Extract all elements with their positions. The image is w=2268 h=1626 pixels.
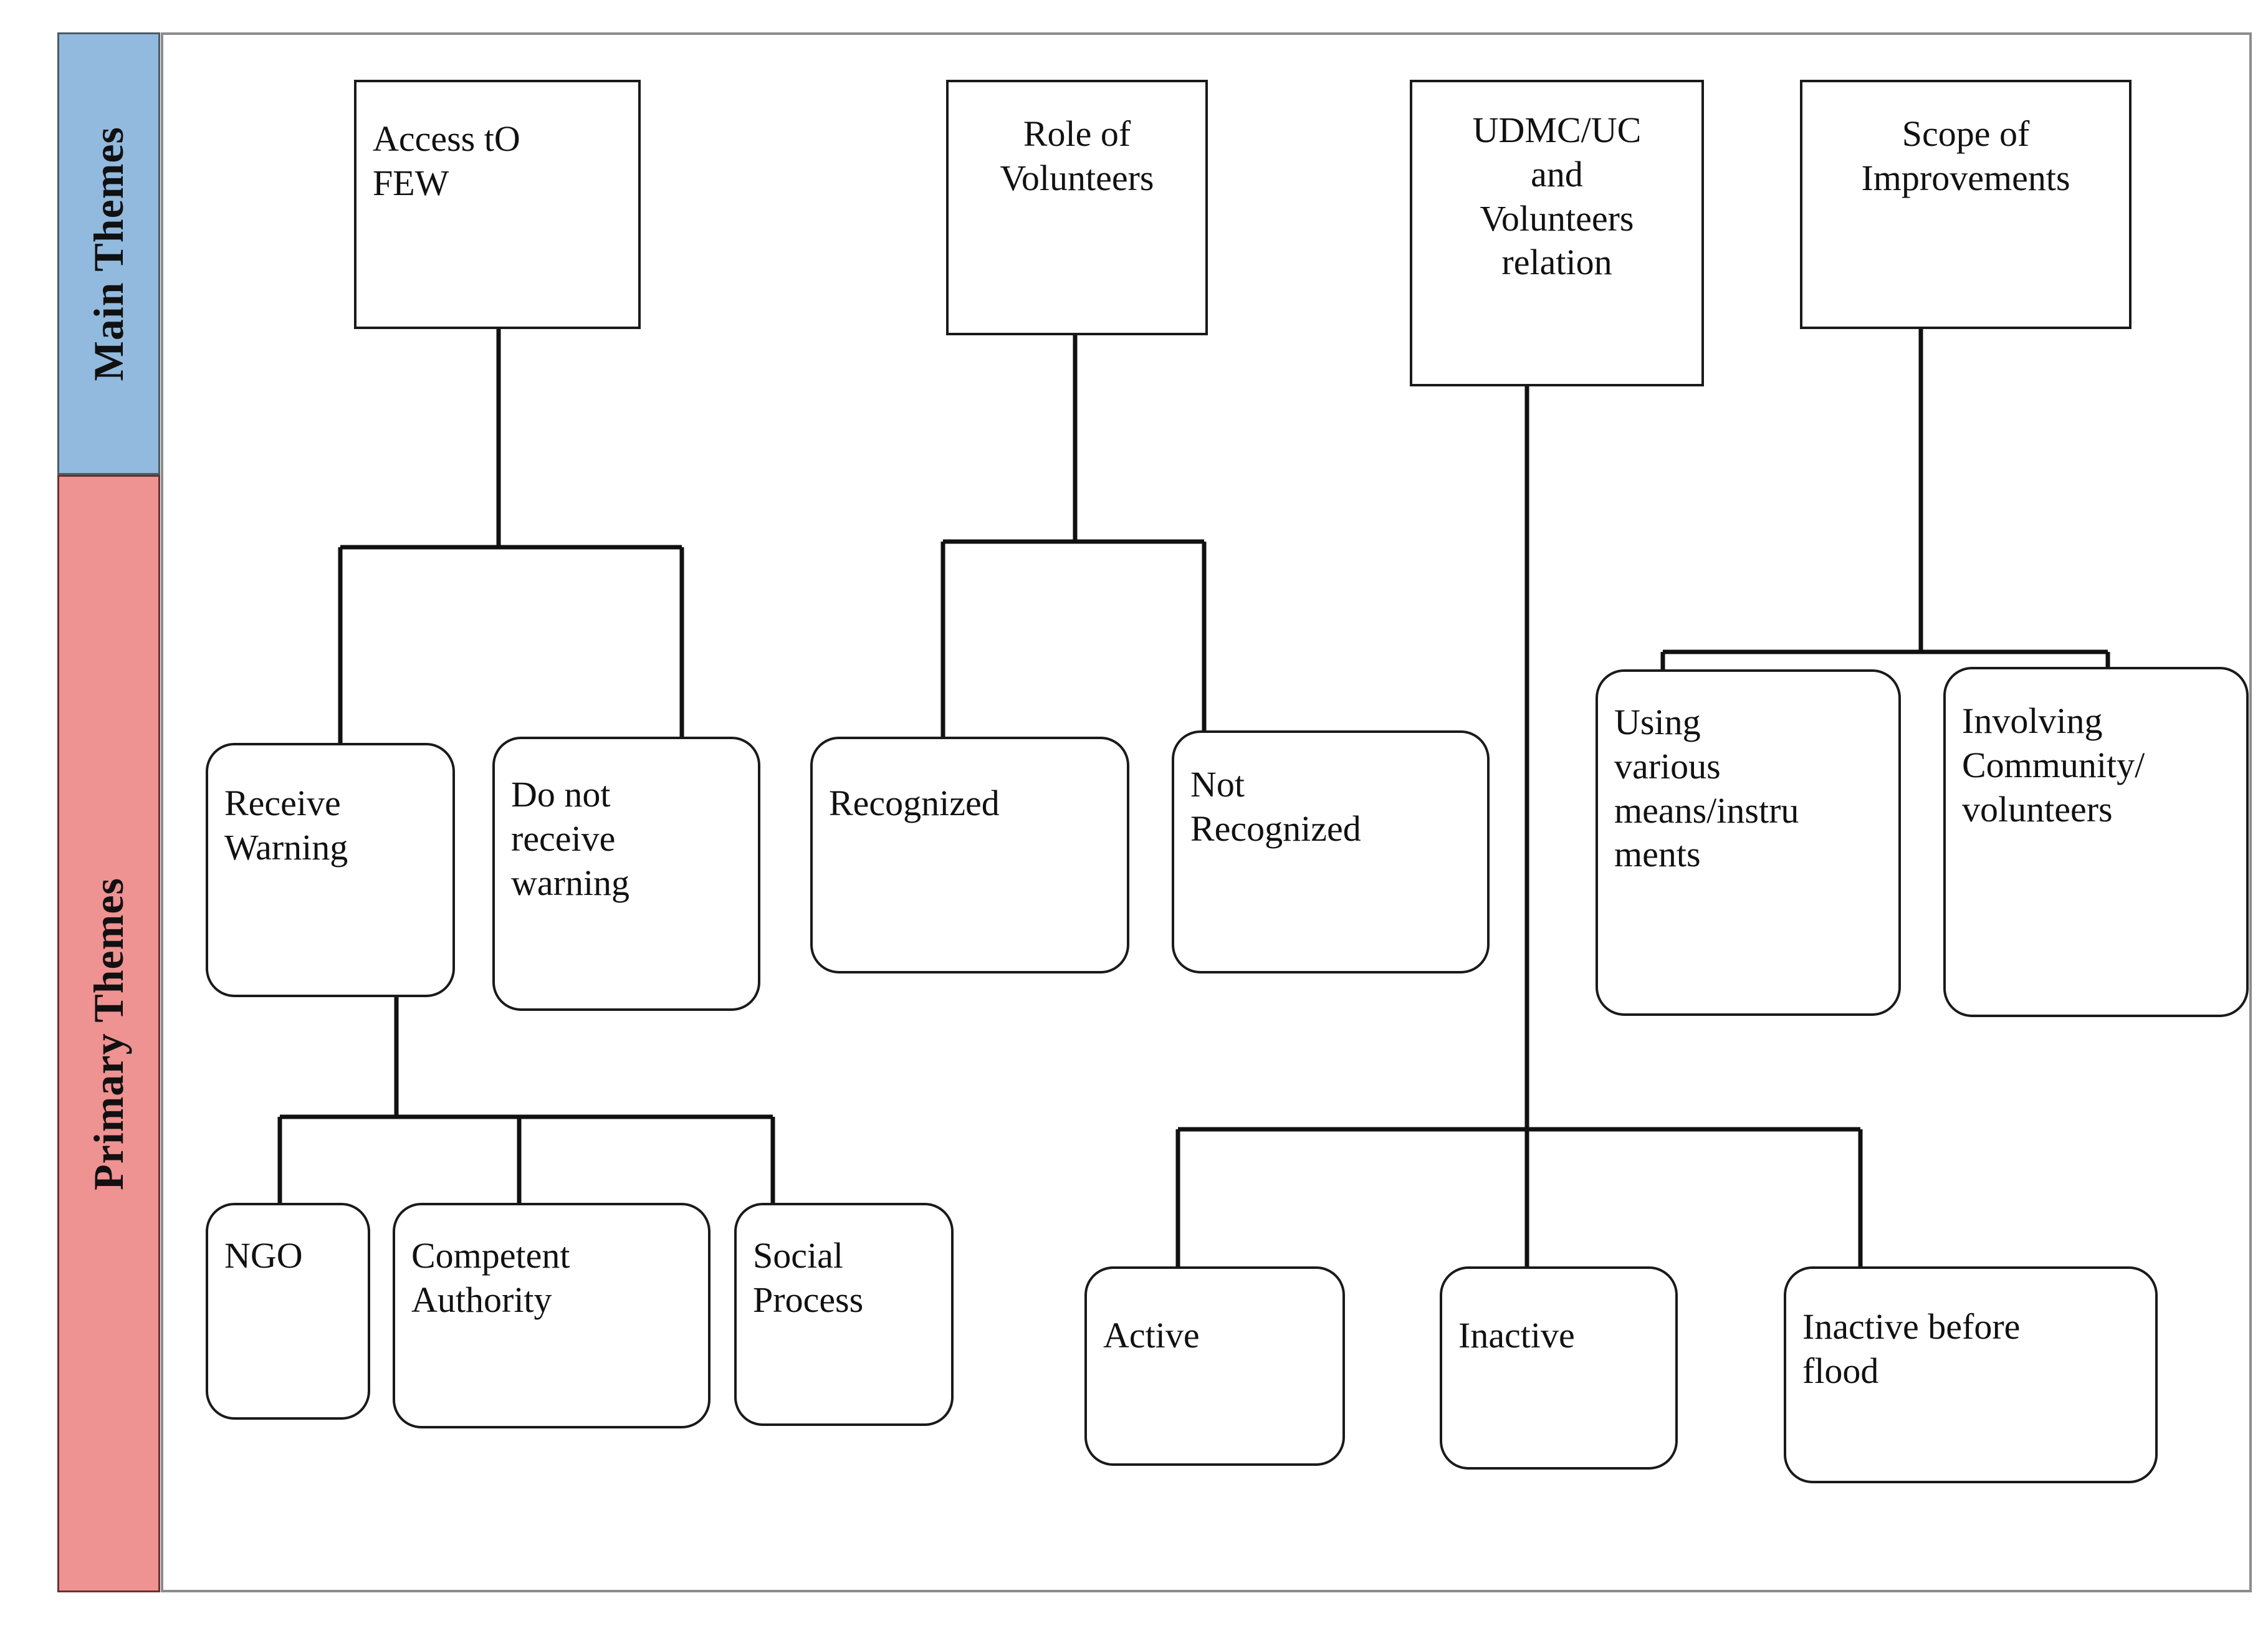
node-competent-authority[interactable]: Competent Authority xyxy=(393,1203,711,1428)
node-ngo[interactable]: NGO xyxy=(206,1203,370,1420)
node-do-not-receive-warning-label: Do not receive warning xyxy=(511,774,630,903)
node-role-of-volunteers[interactable]: Role of Volunteers xyxy=(946,80,1208,335)
node-ngo-label: NGO xyxy=(224,1235,303,1276)
node-competent-authority-label: Competent Authority xyxy=(411,1235,570,1320)
node-recognized[interactable]: Recognized xyxy=(810,737,1129,973)
band-primary-themes: Primary Themes xyxy=(57,475,160,1592)
node-social-process[interactable]: Social Process xyxy=(734,1203,954,1426)
node-using-various-means[interactable]: Using various means/instru ments xyxy=(1596,669,1901,1016)
band-main-themes-label: Main Themes xyxy=(85,126,132,381)
node-inactive[interactable]: Inactive xyxy=(1440,1266,1678,1470)
node-receive-warning[interactable]: Receive Warning xyxy=(206,743,455,997)
node-inactive-label: Inactive xyxy=(1458,1315,1575,1356)
band-main-themes: Main Themes xyxy=(57,32,160,475)
node-using-various-means-label: Using various means/instru ments xyxy=(1614,702,1799,875)
node-active[interactable]: Active xyxy=(1084,1266,1345,1466)
node-scope-of-improvements[interactable]: Scope of Improvements xyxy=(1800,80,2132,329)
node-involving-community-label: Involving Community/ volunteers xyxy=(1962,701,2145,830)
node-role-of-volunteers-label: Role of Volunteers xyxy=(1000,113,1154,198)
node-receive-warning-label: Receive Warning xyxy=(224,783,348,868)
node-access-to-few-label: Access tO FEW xyxy=(373,118,520,203)
node-social-process-label: Social Process xyxy=(753,1235,864,1320)
node-inactive-before-flood[interactable]: Inactive before flood xyxy=(1784,1266,2158,1483)
node-udmc-uc-relation[interactable]: UDMC/UC and Volunteers relation xyxy=(1410,80,1704,386)
node-udmc-uc-relation-label: UDMC/UC and Volunteers relation xyxy=(1472,110,1642,283)
node-inactive-before-flood-label: Inactive before flood xyxy=(1802,1306,2021,1391)
band-primary-themes-label: Primary Themes xyxy=(85,877,132,1190)
node-scope-of-improvements-label: Scope of Improvements xyxy=(1861,113,2070,198)
node-recognized-label: Recognized xyxy=(829,783,1000,823)
node-do-not-receive-warning[interactable]: Do not receive warning xyxy=(492,737,760,1011)
node-active-label: Active xyxy=(1103,1315,1200,1356)
node-access-to-few[interactable]: Access tO FEW xyxy=(354,80,641,329)
node-involving-community[interactable]: Involving Community/ volunteers xyxy=(1943,667,2249,1017)
node-not-recognized[interactable]: Not Recognized xyxy=(1172,730,1490,973)
node-not-recognized-label: Not Recognized xyxy=(1190,764,1361,849)
